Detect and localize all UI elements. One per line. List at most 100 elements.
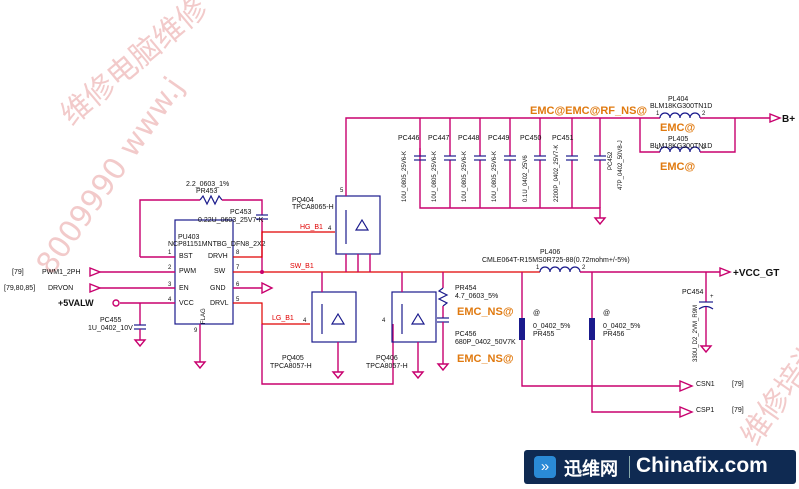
pr454-ref: PR454 (455, 285, 477, 292)
ground-symbol (193, 361, 207, 370)
ground-symbol (411, 371, 425, 380)
pin-num: 8 (236, 250, 240, 256)
emc-bead-label: EMC@ (660, 122, 695, 134)
pin-num: 9 (194, 328, 198, 334)
pc456-val: 680P_0402_50V7K (455, 339, 516, 346)
svg-text:0.1U_0402_25V6: 0.1U_0402_25V6 (523, 155, 529, 202)
bead-pl405 (659, 146, 701, 153)
junction (260, 270, 264, 274)
net-drvon-ref: [79,80,85] (4, 285, 35, 292)
pr455-at: @ (533, 310, 540, 317)
brand-banner: » 迅维网 Chinafix.com (524, 450, 796, 484)
pl404-val: BLM18KG300TN1D (650, 103, 712, 110)
pin-num: 2 (702, 111, 706, 117)
pin-num: 2 (582, 265, 586, 271)
wire (345, 117, 600, 196)
pq406-ref: PQ406 (376, 355, 398, 362)
cap-pc447: PC447 10U_0805_25V6-K (428, 118, 456, 208)
chevrons-icon: » (534, 456, 556, 478)
gnd-flag (261, 281, 274, 295)
pr455-ref: PR455 (533, 331, 555, 338)
cap-pc450: PC450 0.1U_0402_25V6 (520, 118, 546, 208)
emc-ns-label: EMC_NS@ (457, 306, 514, 318)
power-port (112, 299, 120, 307)
svg-text:PC448: PC448 (458, 135, 480, 142)
brand-en: Chinafix.com (636, 454, 768, 477)
pc453-ref: PC453 (230, 209, 252, 216)
inductor-pl406 (539, 266, 581, 273)
svg-text:47P_0402_50V8-J: 47P_0402_50V8-J (618, 140, 624, 190)
svg-text:PC447: PC447 (428, 135, 450, 142)
pin-num: 1 (536, 265, 540, 271)
mosfet-pq404 (335, 195, 381, 255)
wire (591, 340, 680, 413)
pl404-ref: PL404 (668, 96, 688, 103)
svg-text:PC446: PC446 (398, 135, 420, 142)
pc454-val: 330U_D2_2VM_R9M (693, 305, 699, 362)
wire (700, 118, 736, 153)
wire (261, 324, 394, 385)
net-arrow (679, 405, 694, 419)
pq406-val: TPCA8057-H (366, 363, 408, 370)
svg-text:2200P_0402_25V7-K: 2200P_0402_25V7-K (554, 145, 560, 202)
pin-num: 4 (303, 318, 307, 324)
cap-pc449: PC449 10U_0805_25V6-K (488, 118, 516, 208)
net-csp: CSP1 (696, 407, 714, 414)
mosfet-diode (410, 312, 426, 325)
svg-text:10U_0805_25V6-K: 10U_0805_25V6-K (432, 151, 438, 202)
pc453-val: 0.22U_0603_25V7-K (198, 217, 264, 224)
pr454-val: 4.7_0603_5% (455, 293, 498, 300)
pin-num: 1 (656, 145, 660, 151)
pin-num: 1 (656, 111, 660, 117)
svg-text:10U_0805_25V6-K: 10U_0805_25V6-K (402, 151, 408, 202)
cap-pc446: PC446 10U_0805_25V6-K (398, 135, 426, 202)
cap-plus: + (710, 294, 714, 300)
pin-gnd: GND (210, 285, 226, 292)
emc-bead-label: EMC@ (660, 161, 695, 173)
brand-divider (629, 456, 630, 478)
svg-text:PC452: PC452 (608, 151, 614, 170)
pin-sw: SW (214, 268, 226, 275)
pl405-ref: PL405 (668, 136, 688, 143)
ic-ref: PU403 (178, 234, 200, 241)
pr456-val: 0_0402_5% (603, 323, 640, 330)
pin-num: 7 (236, 265, 240, 271)
pc455-ref: PC455 (100, 317, 122, 324)
pin-num: 1 (168, 250, 172, 256)
net-lg: LG_B1 (272, 315, 294, 322)
ground-symbol (133, 339, 147, 348)
mosfet-diode (330, 312, 346, 325)
wire-hg (233, 231, 335, 258)
net-bplus: B+ (782, 114, 795, 125)
net-arrow (679, 379, 694, 393)
pin-num: 4 (328, 226, 332, 232)
pin-bst: BST (179, 253, 193, 260)
cap-pc452: PC452 47P_0402_50V8-J (594, 118, 624, 208)
emc-top-label: EMC@EMC@RF_NS@ (530, 105, 647, 117)
pin-num: 2 (168, 265, 172, 271)
wire (639, 118, 660, 153)
pin-vcc: VCC (179, 300, 194, 307)
net-hg: HG_B1 (300, 224, 323, 231)
watermark-text: 维修培训 (734, 333, 799, 451)
cap-pc451: PC451 2200P_0402_25V7-K (552, 118, 578, 208)
pq404-val: TPCA8065-H (292, 204, 334, 211)
net-5valw: +5VALW (58, 298, 94, 308)
pin-en: EN (179, 285, 189, 292)
resistor (199, 194, 223, 206)
net-arrow (769, 112, 782, 124)
pin-num: 4 (382, 318, 386, 324)
net-arrow (89, 266, 102, 278)
pin-drvl: DRVL (210, 300, 229, 307)
bead-pl404 (659, 112, 701, 119)
ground-symbol (699, 345, 713, 354)
resistor (437, 287, 449, 307)
wire (521, 340, 680, 387)
cap-pc448: PC448 10U_0805_25V6-K (458, 118, 486, 208)
wire-lg (233, 302, 310, 325)
svg-text:PC449: PC449 (488, 135, 510, 142)
pc456-ref: PC456 (455, 331, 477, 338)
net-pwm-ref: [79] (12, 269, 24, 276)
ground-symbol (436, 363, 450, 372)
pin-drvh: DRVH (208, 253, 228, 260)
